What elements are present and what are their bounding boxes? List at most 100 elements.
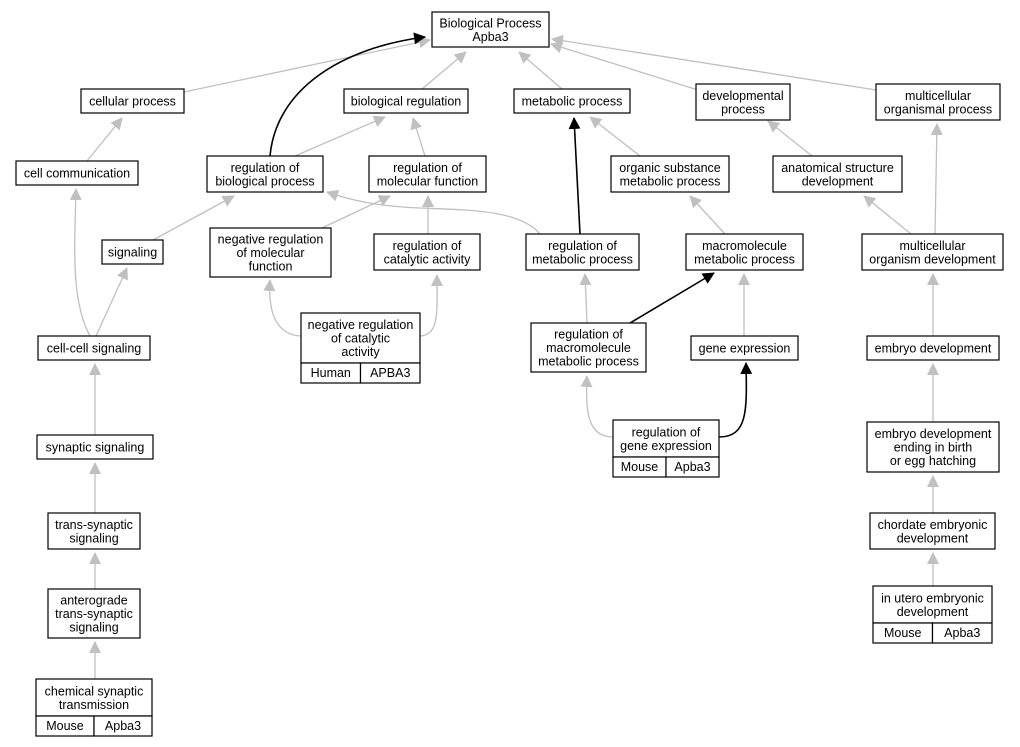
node-box: [513, 88, 631, 114]
node-box: [15, 160, 139, 186]
edge-macromolecule-metabolic-process-to-organic-substance-metabolic-process: [689, 195, 726, 235]
species-annotation: Mouse Apba3: [612, 456, 720, 478]
node-box: [373, 233, 481, 271]
node-metabolic-process[interactable]: metabolic process: [513, 88, 631, 114]
node-label: biological regulation: [351, 95, 462, 109]
node-label: synaptic signaling: [46, 441, 145, 455]
node-box: [300, 312, 421, 364]
node-biological-regulation[interactable]: biological regulation: [343, 88, 469, 114]
edge-cell-cell-signaling-to-signaling: [95, 267, 128, 337]
node-label: embryo development: [875, 342, 992, 356]
gene-cell-label: Apba3: [674, 460, 710, 474]
edge-multicellular-organism-development-to-anatomical-structure-development: [863, 195, 912, 235]
node-gene-expression[interactable]: gene expression: [690, 335, 799, 361]
edge-negative-regulation-of-molecular-function-to-regulation-of-molecular-function: [321, 195, 391, 229]
gene-cell-label: Apba3: [105, 719, 141, 733]
node-box: [525, 233, 640, 271]
node-box: [47, 588, 141, 639]
node-box: [101, 239, 164, 265]
edge-regulation-of-gene-expression-to-gene-expression: [718, 362, 753, 438]
edge-regulation-of-biological-process-to-biological-regulation: [294, 115, 386, 157]
node-cell-cell-signaling[interactable]: cell-cell signaling: [37, 335, 151, 361]
node-box: [206, 155, 324, 193]
node-box: [685, 233, 804, 271]
edge-cell-cell-signaling-to-cell-communication: [69, 188, 91, 337]
edge-regulation-of-molecular-function-to-biological-regulation: [410, 117, 426, 157]
node-label: cell-cell signaling: [47, 342, 142, 356]
gene-cell: [665, 456, 720, 478]
node-cell-communication[interactable]: cell communication: [15, 160, 139, 186]
node-box: [866, 421, 1000, 473]
node-cellular-process[interactable]: cellular process: [80, 88, 185, 114]
node-box: [610, 155, 730, 193]
node-embryo-development[interactable]: embryo development: [866, 335, 1000, 361]
node-box: [37, 335, 151, 361]
species-cell-label: Human: [311, 366, 351, 380]
edge-negative-regulation-of-catalytic-activity-to-regulation-of-catalytic-activity: [419, 274, 444, 337]
gene-cell: [93, 715, 153, 737]
node-box: [80, 88, 185, 114]
edge-cellular-process-to-bp: [183, 36, 431, 93]
edge-anatomical-structure-development-to-developmental-process: [767, 120, 813, 157]
species-cell-label: Mouse: [884, 626, 922, 640]
edge-biological-regulation-to-bp: [421, 51, 467, 90]
edge-developmental-process-to-bp: [550, 41, 699, 91]
species-cell-label: Mouse: [621, 460, 659, 474]
edge-metabolic-process-to-bp: [518, 51, 563, 90]
node-box: [36, 434, 154, 460]
edge-multicellular-organism-development-to-multicellular-organismal-process: [930, 123, 943, 235]
node-label: signaling: [108, 246, 157, 260]
edge-multicellular-organismal-process-to-bp: [551, 34, 877, 91]
gene-cell: [931, 622, 993, 644]
edge-regulation-of-macromolecule-metabolic-process-to-macromolecule-metabolic-process: [629, 272, 715, 324]
node-label: gene expression: [699, 342, 791, 356]
edge-regulation-of-macromolecule-metabolic-process-to-regulation-of-metabolic-process: [579, 273, 592, 324]
node-box: [869, 512, 996, 550]
species-cell-label: Mouse: [46, 719, 84, 733]
node-signaling[interactable]: signaling: [101, 239, 164, 265]
node-box: [612, 419, 720, 458]
node-synaptic-signaling[interactable]: synaptic signaling: [36, 434, 154, 460]
node-box: [861, 233, 1004, 271]
node-box: [875, 83, 1001, 121]
node-box: [695, 83, 791, 121]
